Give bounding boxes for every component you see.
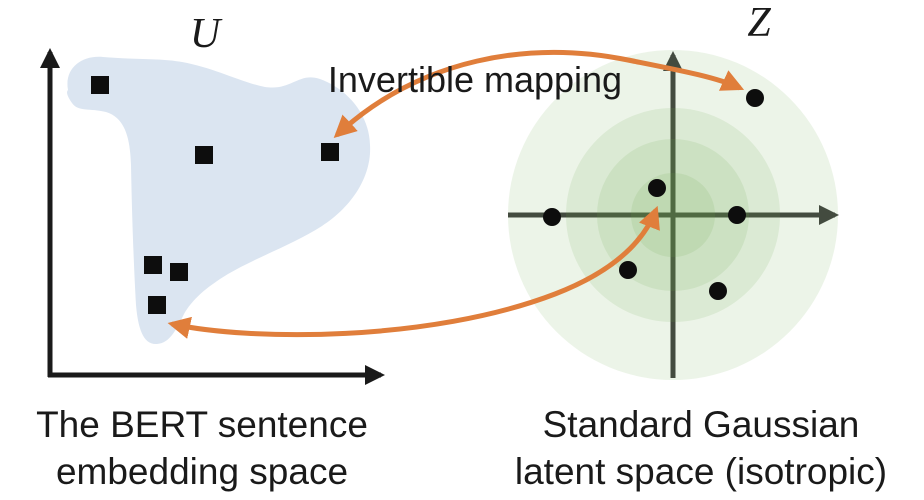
latent-point-dot bbox=[619, 261, 637, 279]
right-caption-line1: Standard Gaussian bbox=[543, 404, 860, 445]
embedding-point-square bbox=[148, 296, 166, 314]
latent-point-dot bbox=[543, 208, 561, 226]
invertible-mapping-arrow-bottom bbox=[167, 205, 660, 339]
left-caption-line1: The BERT sentence bbox=[36, 404, 368, 445]
right-caption-line2: latent space (isotropic) bbox=[515, 451, 887, 492]
embedding-point-square bbox=[195, 146, 213, 164]
mapping-label: Invertible mapping bbox=[328, 59, 622, 100]
embedding-point-square bbox=[144, 256, 162, 274]
embedding-point-square bbox=[321, 143, 339, 161]
embedding-blob bbox=[67, 56, 371, 345]
right-space-symbol: Z bbox=[747, 0, 771, 46]
embedding-point-square bbox=[91, 76, 109, 94]
left-space-symbol: U bbox=[190, 11, 223, 57]
embedding-point-square bbox=[170, 263, 188, 281]
invertible-mapping-arrow-top bbox=[333, 49, 745, 139]
left-caption-line2: embedding space bbox=[56, 451, 348, 492]
latent-point-dot bbox=[709, 282, 727, 300]
latent-point-dot bbox=[728, 206, 746, 224]
latent-point-dot bbox=[648, 179, 666, 197]
bert-embedding-space: U The BERT sentence embedding space bbox=[36, 11, 385, 492]
mapping-arrows bbox=[167, 49, 745, 339]
latent-point-dot bbox=[746, 89, 764, 107]
gaussian-density-ring bbox=[631, 173, 715, 257]
